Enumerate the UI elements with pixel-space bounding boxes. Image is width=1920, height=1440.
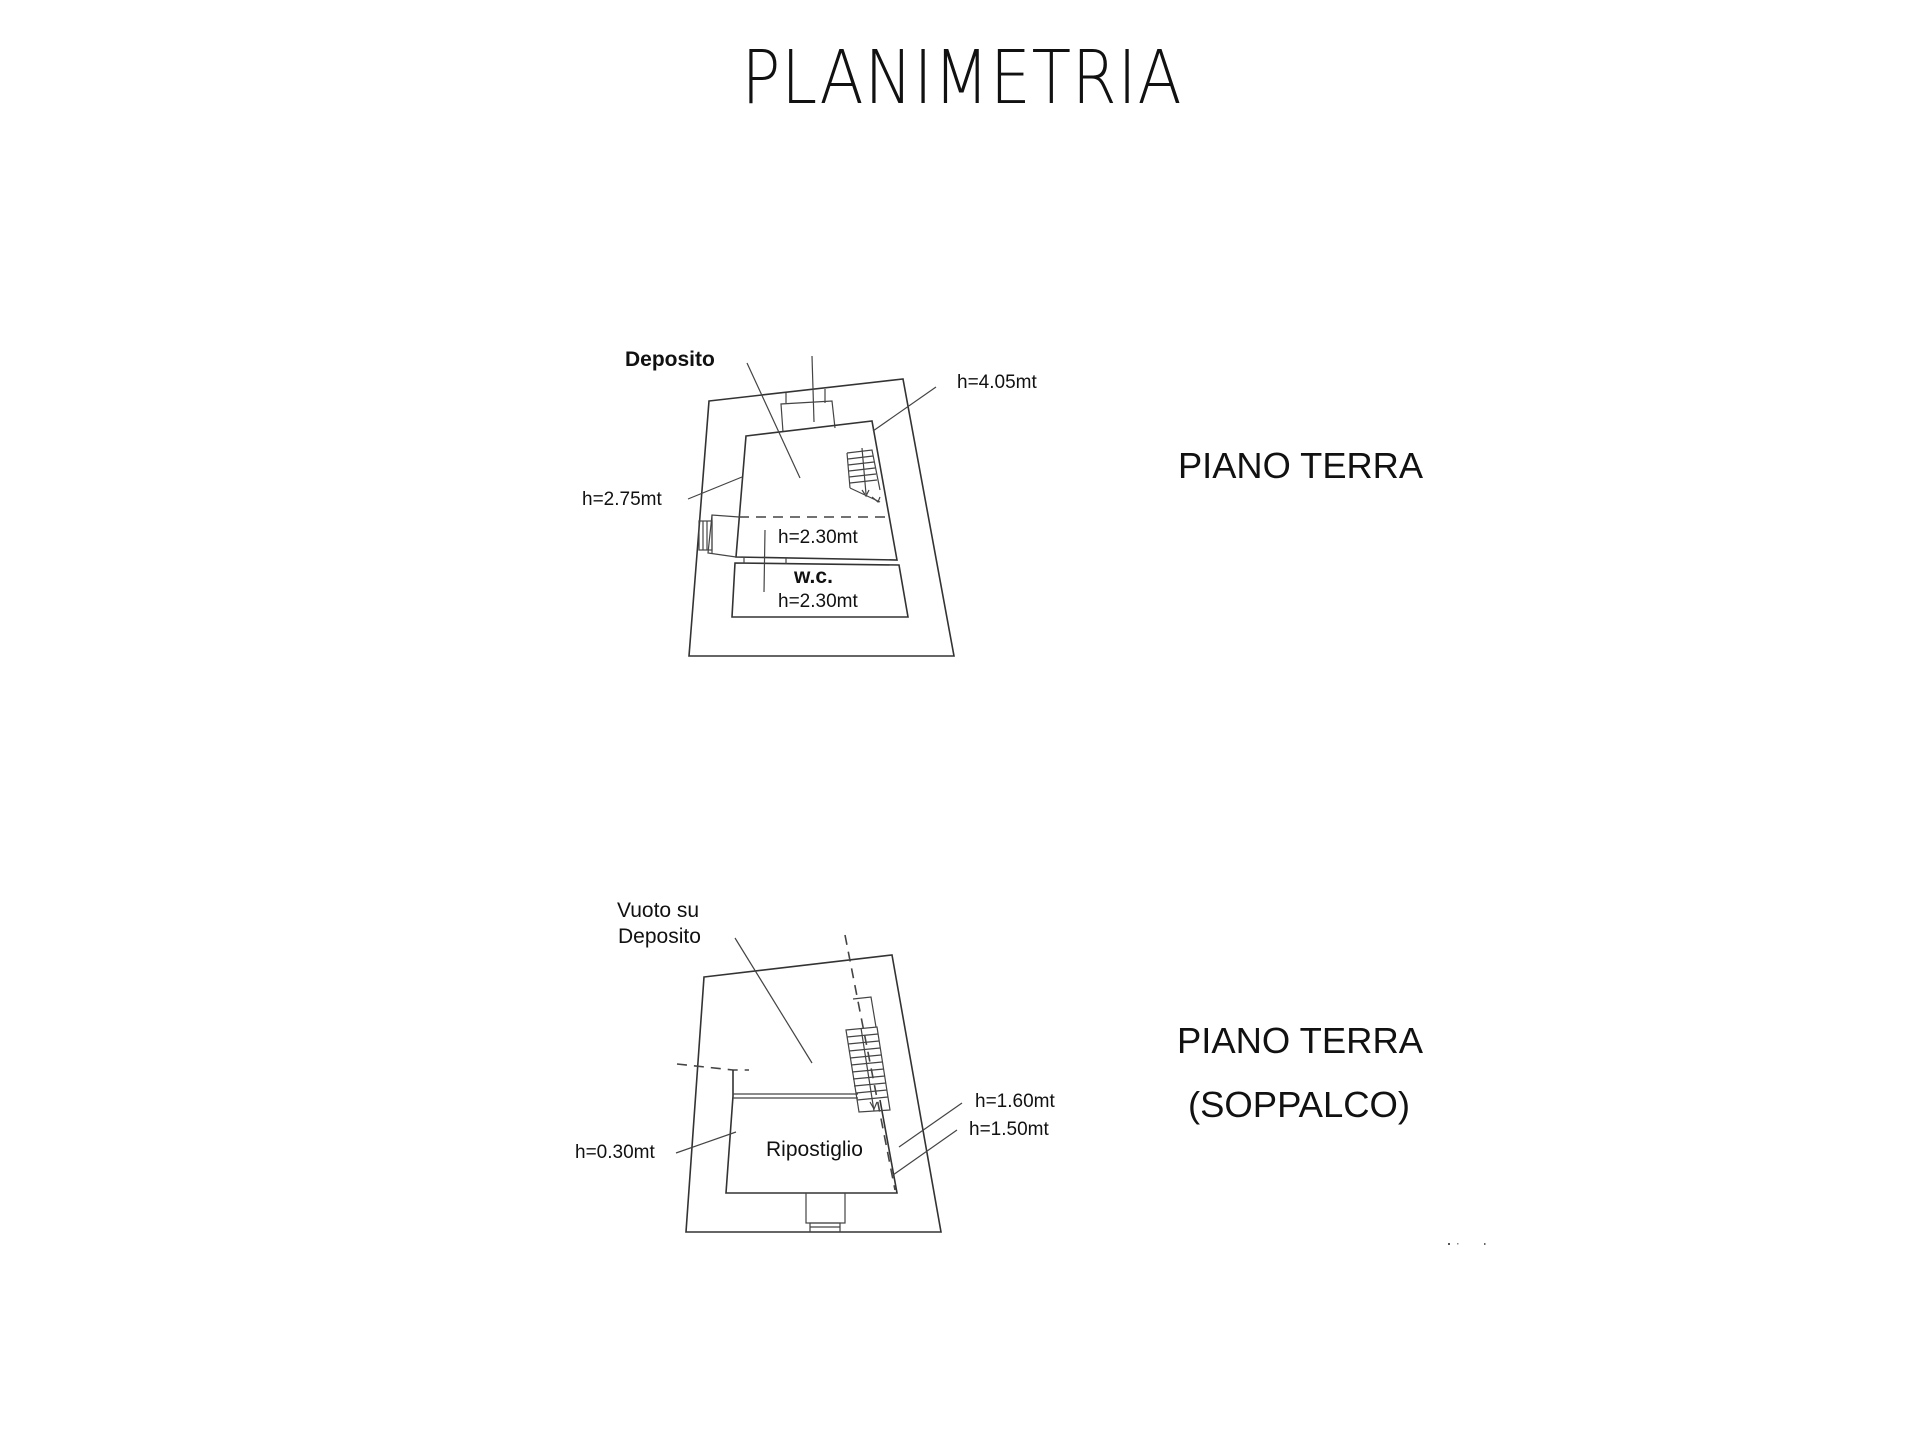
label-h230-wc: h=2.30mt bbox=[778, 591, 858, 612]
leader-h160 bbox=[898, 1102, 963, 1148]
leader-vuoto bbox=[734, 937, 813, 1064]
label-deposito: Deposito bbox=[625, 348, 715, 371]
label-wc: w.c. bbox=[793, 565, 833, 588]
label-h230-loft: h=2.30mt bbox=[778, 527, 858, 548]
leader-deposito bbox=[746, 362, 801, 479]
room-wc bbox=[731, 562, 909, 618]
stray-marks bbox=[1448, 1243, 1486, 1245]
leader-h405 bbox=[872, 386, 937, 432]
label-h275: h=2.75mt bbox=[582, 489, 662, 510]
label-vuoto-line2: Deposito bbox=[618, 925, 701, 948]
leader-wc bbox=[763, 529, 766, 593]
floor-label-soppalco: (SOPPALCO) bbox=[1188, 1084, 1410, 1125]
side-door bbox=[698, 514, 740, 558]
top-entrance bbox=[780, 389, 836, 433]
leader-h150 bbox=[892, 1129, 958, 1176]
bottom-door bbox=[805, 1192, 846, 1233]
loft-edge-dashed bbox=[676, 1063, 749, 1071]
label-h150: h=1.50mt bbox=[969, 1119, 1049, 1140]
room-ripostiglio bbox=[725, 1070, 898, 1194]
leader-h030 bbox=[675, 1131, 737, 1154]
page-title: PLANIMETRIA bbox=[742, 35, 1183, 121]
label-h405: h=4.05mt bbox=[957, 372, 1037, 393]
outer-boundary bbox=[688, 378, 955, 657]
leader-h275 bbox=[687, 476, 743, 500]
stair-icon bbox=[845, 996, 891, 1113]
label-vuoto-line1: Vuoto su bbox=[617, 899, 699, 922]
leader-top-entrance bbox=[811, 355, 815, 423]
label-h030: h=0.30mt bbox=[575, 1142, 655, 1163]
dashed-projection bbox=[844, 934, 896, 1191]
plan-piano-terra: Deposito h=4.05mt h=2.75mt h=2.30mt w.c.… bbox=[582, 348, 1423, 657]
stair-icon bbox=[846, 447, 881, 503]
label-ripostiglio: Ripostiglio bbox=[766, 1138, 863, 1161]
floor-label-piano-terra: PIANO TERRA bbox=[1177, 1020, 1423, 1061]
label-h160: h=1.60mt bbox=[975, 1091, 1055, 1112]
floor-label-piano-terra: PIANO TERRA bbox=[1178, 445, 1423, 486]
plan-piano-terra-soppalco: Vuoto su Deposito Ripostiglio h=0.30mt h… bbox=[575, 899, 1423, 1233]
